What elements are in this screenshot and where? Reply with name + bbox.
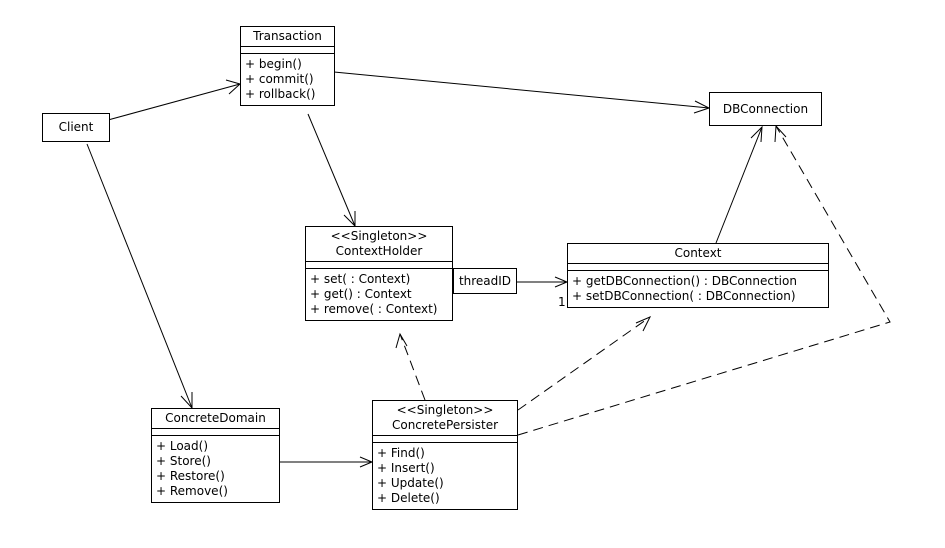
class-concretepersister[interactable]: <<Singleton>> ConcretePersister + Find()… [372, 400, 518, 510]
class-contextholder[interactable]: <<Singleton>> ContextHolder + set( : Con… [305, 226, 453, 321]
operation: + begin() [245, 57, 302, 71]
operation: + set( : Context) [310, 272, 411, 286]
dependency-arrowhead-dbconnection [774, 124, 787, 143]
association-transaction-contextholder [307, 113, 356, 228]
operation: + Store() [156, 454, 211, 468]
operations-compartment: + Find() + Insert() + Update() + Delete(… [373, 443, 517, 509]
operation: + Remove() [156, 484, 228, 498]
association-transaction-dbconnection [333, 71, 711, 114]
multiplicity-label: 1 [558, 295, 566, 309]
association-client-concretedomain [86, 143, 193, 410]
dependency-arrowhead-contextholder [395, 332, 408, 349]
association-concretedomain-concretepersister [280, 456, 374, 468]
operation: + Update() [377, 476, 444, 490]
operation: + Insert() [377, 461, 435, 475]
class-context[interactable]: Context + getDBConnection() : DBConnecti… [567, 243, 829, 308]
operation: + Find() [377, 446, 425, 460]
association-contextholder-context [517, 276, 569, 288]
class-name: Context [568, 244, 828, 264]
operation: + remove( : Context) [310, 302, 438, 316]
qualifier-label: threadID [458, 274, 512, 288]
attributes-compartment [306, 262, 452, 269]
class-name: Client [58, 120, 94, 134]
operation: + rollback() [245, 87, 316, 101]
operations-compartment: + Load() + Store() + Restore() + Remove(… [152, 436, 279, 502]
class-dbconnection[interactable]: DBConnection [709, 92, 822, 126]
association-context-dbconnection [715, 125, 763, 244]
attributes-compartment [152, 429, 279, 436]
operation: + get() : Context [310, 287, 412, 301]
dependency-concretepersister-dbconnection [517, 125, 891, 436]
stereotype-label: <<Singleton>> [396, 403, 494, 417]
dependency-concretepersister-contextholder [399, 333, 426, 401]
class-transaction[interactable]: Transaction + begin() + commit() + rollb… [240, 26, 335, 106]
dependency-arrowhead-context [635, 316, 652, 332]
attributes-compartment [568, 264, 828, 271]
attributes-compartment [373, 436, 517, 443]
class-name: ConcretePersister [391, 418, 499, 432]
operation: + Load() [156, 439, 209, 453]
attributes-compartment [241, 47, 334, 54]
qualifier-box: threadID [453, 268, 517, 294]
operation: + commit() [245, 72, 314, 86]
operations-compartment: + getDBConnection() : DBConnection + set… [568, 271, 828, 307]
dependency-concretepersister-context [517, 316, 651, 411]
operation: + getDBConnection() : DBConnection [572, 274, 797, 288]
class-concretedomain[interactable]: ConcreteDomain + Load() + Store() + Rest… [151, 408, 280, 503]
class-name: Transaction [241, 27, 334, 47]
class-header: <<Singleton>> ConcretePersister [373, 401, 517, 436]
operations-compartment: + begin() + commit() + rollback() [241, 54, 334, 105]
operation: + Delete() [377, 491, 440, 505]
operation: + Restore() [156, 469, 225, 483]
stereotype-label: <<Singleton>> [330, 229, 428, 243]
operations-compartment: + set( : Context) + get() : Context + re… [306, 269, 452, 320]
class-name: DBConnection [722, 102, 809, 116]
class-name: ConcreteDomain [152, 409, 279, 429]
class-client[interactable]: Client [42, 113, 110, 142]
association-client-transaction [107, 79, 242, 121]
class-header: <<Singleton>> ContextHolder [306, 227, 452, 262]
class-name: ContextHolder [335, 244, 423, 258]
operation: + setDBConnection( : DBConnection) [572, 289, 796, 303]
